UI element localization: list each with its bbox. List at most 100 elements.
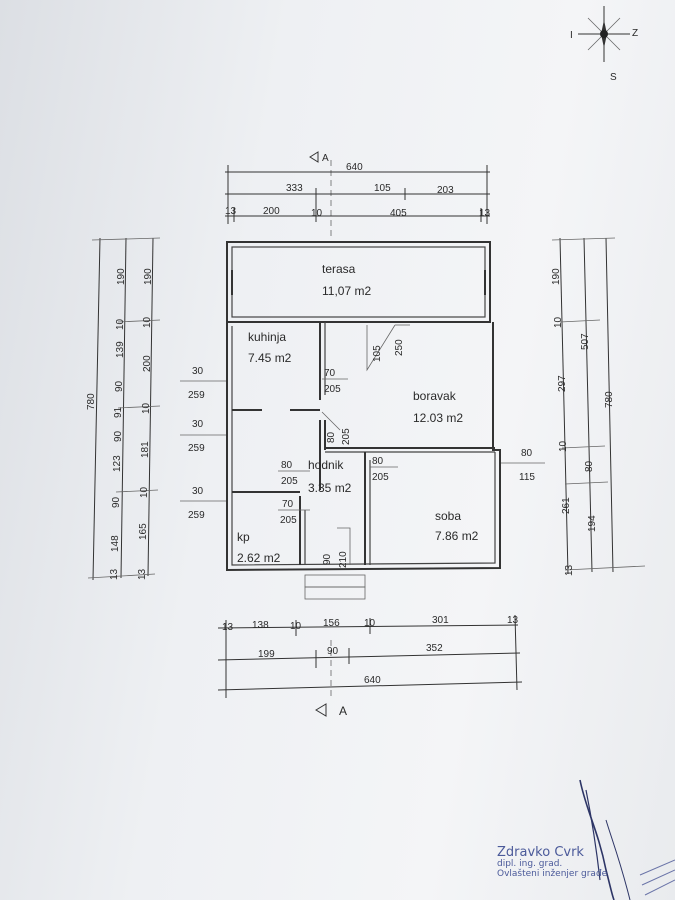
svg-text:13: 13 xyxy=(507,615,519,626)
dim-top-13b: 13 xyxy=(479,208,491,219)
svg-text:259: 259 xyxy=(188,390,205,401)
dim-left-91: 91 xyxy=(113,406,124,418)
compass-south-label: S xyxy=(610,72,617,83)
svg-text:205: 205 xyxy=(372,472,389,483)
svg-text:210: 210 xyxy=(338,551,349,568)
compass-east-label: Z xyxy=(632,28,638,39)
svg-text:30: 30 xyxy=(192,419,204,430)
dim-right-i-261: 261 xyxy=(561,497,572,514)
top-dimensions: 640 333 105 203 13 200 10 405 13 xyxy=(225,162,491,224)
svg-text:115: 115 xyxy=(519,472,535,483)
room-boravak-area: 12.03 m2 xyxy=(413,411,463,425)
dim-right-80: 80 xyxy=(584,460,595,472)
svg-text:352: 352 xyxy=(426,643,443,654)
bottom-dimensions: 13 138 10 156 10 301 13 199 90 352 640 xyxy=(217,614,523,700)
dim-right-194: 194 xyxy=(587,515,598,532)
svg-text:205: 205 xyxy=(280,515,297,526)
svg-text:90: 90 xyxy=(327,646,339,657)
dim-left-i-13: 13 xyxy=(137,568,148,580)
svg-text:70: 70 xyxy=(324,368,336,379)
svg-text:205: 205 xyxy=(281,476,298,487)
dim-right-outer: 780 xyxy=(604,391,615,408)
svg-text:80: 80 xyxy=(372,456,384,467)
room-soba-name: soba xyxy=(435,509,461,523)
svg-text:205: 205 xyxy=(341,428,352,445)
dim-left-i-200: 200 xyxy=(142,355,153,372)
dim-right-i-13: 13 xyxy=(564,564,575,576)
compass-west-label: I xyxy=(570,30,573,41)
svg-text:80: 80 xyxy=(521,448,533,459)
dim-left-i-181: 181 xyxy=(140,441,151,458)
room-terasa-name: terasa xyxy=(322,262,356,276)
dim-top-total: 640 xyxy=(346,162,363,173)
dim-right-i-190: 190 xyxy=(551,268,562,285)
dim-top-13a: 13 xyxy=(225,206,237,217)
svg-text:10: 10 xyxy=(290,621,302,632)
dim-left-s-90c: 90 xyxy=(111,496,122,508)
room-terasa-area: 11,07 m2 xyxy=(322,284,371,298)
stamp-text: Zdravko Cvrk dipl. ing. grad. Ovlašteni … xyxy=(497,845,608,880)
room-soba-area: 7.86 m2 xyxy=(435,529,479,543)
dim-right-i-10a: 10 xyxy=(553,316,564,328)
svg-text:301: 301 xyxy=(432,615,449,626)
svg-text:70: 70 xyxy=(282,499,294,510)
section-marker-bottom: A xyxy=(315,703,347,718)
left-dimensions: 780 190 139 91 123 148 13 10 90 90 90 19… xyxy=(86,237,161,581)
signature-title: dipl. ing. grad. xyxy=(497,859,563,870)
svg-text:259: 259 xyxy=(188,443,205,454)
dim-top-203: 203 xyxy=(437,185,454,196)
svg-text:30: 30 xyxy=(192,366,204,377)
window-labels-left: 30 259 30 259 30 259 xyxy=(180,366,228,521)
dim-left-s-90b: 90 xyxy=(113,430,124,442)
dim-left-i-190: 190 xyxy=(143,268,154,285)
svg-text:205: 205 xyxy=(324,384,341,395)
walls xyxy=(226,241,501,600)
svg-text:156: 156 xyxy=(323,618,340,629)
room-labels: terasa 11,07 m2 kuhinja 7.45 m2 boravak … xyxy=(237,262,479,565)
room-kuhinja-area: 7.45 m2 xyxy=(248,351,292,365)
door-labels: 70 205 80 205 80 205 80 205 70 205 90 21… xyxy=(278,339,405,568)
room-boravak-name: boravak xyxy=(413,389,457,403)
svg-text:138: 138 xyxy=(252,620,269,631)
section-marker-top: A xyxy=(309,151,332,240)
dim-right-507: 507 xyxy=(580,333,591,350)
dim-top-105: 105 xyxy=(374,183,391,194)
svg-text:640: 640 xyxy=(364,675,381,686)
svg-text:30: 30 xyxy=(192,486,204,497)
dim-left-190: 190 xyxy=(116,268,127,285)
dim-left-i-10c: 10 xyxy=(139,486,150,498)
room-kp-name: kp xyxy=(237,530,250,544)
svg-text:80: 80 xyxy=(326,431,337,443)
svg-text:259: 259 xyxy=(188,510,205,521)
svg-text:80: 80 xyxy=(281,460,293,471)
svg-text:250: 250 xyxy=(394,339,405,356)
dim-left-148: 148 xyxy=(110,535,121,552)
signature-mark xyxy=(579,779,675,900)
signature-name: Zdravko Cvrk xyxy=(497,845,584,860)
dim-top-405: 405 xyxy=(390,208,407,219)
svg-text:90: 90 xyxy=(322,553,333,565)
dim-right-i-10b: 10 xyxy=(558,440,569,452)
compass: I Z S xyxy=(570,6,638,83)
dim-left-139: 139 xyxy=(115,341,126,358)
dim-top-10: 10 xyxy=(311,208,323,219)
svg-text:A: A xyxy=(322,153,329,164)
svg-text:105: 105 xyxy=(372,345,383,362)
dim-left-123: 123 xyxy=(112,455,123,472)
svg-text:199: 199 xyxy=(258,649,275,660)
room-kp-area: 2.62 m2 xyxy=(237,551,281,565)
dim-left-outer: 780 xyxy=(86,393,97,410)
svg-text:13: 13 xyxy=(222,622,234,633)
signature-license: Ovlašteni inženjer građe xyxy=(497,869,608,880)
svg-text:10: 10 xyxy=(364,618,376,629)
dim-left-s-90a: 90 xyxy=(114,380,125,392)
dim-top-333: 333 xyxy=(286,183,303,194)
right-dimensions: 190 10 297 10 261 13 507 80 194 780 xyxy=(551,237,646,576)
dim-left-s-10: 10 xyxy=(115,318,126,330)
room-kuhinja-name: kuhinja xyxy=(248,330,286,344)
room-hodnik-area: 3.35 m2 xyxy=(308,481,352,495)
dim-top-200: 200 xyxy=(263,206,280,217)
window-label-right: 80 115 xyxy=(500,448,545,483)
dim-left-i-10b: 10 xyxy=(141,402,152,414)
